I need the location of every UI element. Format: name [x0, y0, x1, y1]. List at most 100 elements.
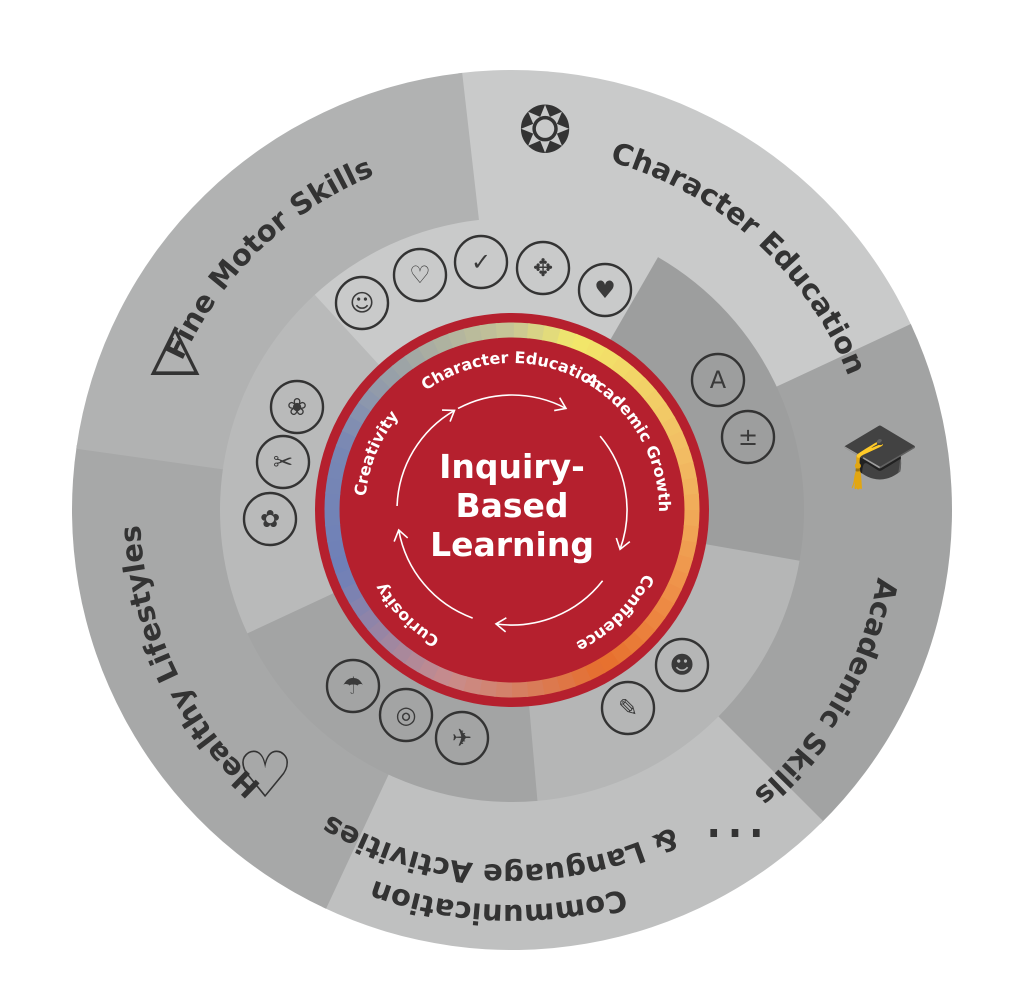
gradient-ring-segment: [358, 387, 382, 412]
gradient-ring-segment: [678, 539, 697, 561]
gradient-ring-segment: [570, 333, 594, 355]
gradient-ring-segment: [402, 650, 426, 673]
gradient-ring-segment: [683, 509, 700, 529]
gradient-ring-segment: [652, 596, 675, 620]
arrowhead-icon: [554, 397, 568, 412]
idea-bulb-icon: ✎: [600, 680, 656, 736]
svg-text:◎: ◎: [396, 701, 417, 729]
gradient-ring-segment: [430, 665, 454, 687]
gradient-ring-segment: [583, 659, 606, 681]
frame-arrows-icon: ✥: [515, 240, 571, 296]
gradient-ring-segment: [342, 414, 364, 438]
gradient-ring-segment: [598, 347, 622, 370]
svg-text:✎: ✎: [618, 694, 638, 722]
gradient-ring-segment: [632, 620, 656, 644]
svg-text:☺: ☺: [349, 289, 374, 317]
gradient-ring-segment: [418, 339, 441, 361]
arrowhead-icon: [494, 617, 507, 633]
speaking-head-icon: ☻: [654, 637, 710, 693]
gradient-ring-segment: [633, 377, 657, 401]
gradient-ring-segment: [556, 328, 578, 349]
washing-hands-icon: ☂: [325, 658, 381, 714]
gradient-ring-segment: [432, 333, 455, 354]
gradient-ring-segment: [495, 322, 514, 339]
gradient-ring-segment: [327, 459, 346, 481]
gradient-ring-segment: [479, 323, 499, 341]
gradient-ring-segment: [667, 568, 689, 592]
svg-text:✂: ✂: [273, 448, 293, 476]
paint-palette-icon: ✿: [242, 491, 298, 547]
plate-cutlery-icon: ◎: [378, 687, 434, 743]
gradient-ring-segment: [378, 630, 402, 654]
gradient-ring-segment: [447, 328, 470, 348]
gradient-ring-segment: [674, 445, 694, 468]
arrowhead-icon: [615, 537, 631, 551]
center-disc-inner: [340, 338, 684, 682]
arrowhead-icon: [393, 528, 409, 542]
gradient-ring-segment: [644, 389, 667, 413]
gradient-ring-segment: [554, 672, 577, 692]
gradient-ring-segment: [540, 676, 561, 695]
gradient-ring-segment: [510, 681, 529, 698]
tangram-icon: △: [150, 309, 200, 383]
scissors-paper-icon: ✂: [255, 434, 311, 490]
gradient-ring-segment: [477, 679, 498, 697]
gradient-ring-segment: [404, 346, 428, 369]
cycle-arrow: [397, 529, 473, 619]
gradient-ring-segment: [622, 366, 646, 390]
gradient-ring-segment: [327, 538, 346, 559]
gradient-ring-segment: [391, 355, 415, 378]
svg-text:♥: ♥: [594, 276, 616, 304]
cycle-arrow: [396, 409, 455, 507]
center-title-line3: Learning: [430, 525, 594, 564]
people-heart-icon: ♥: [577, 262, 633, 318]
gradient-ring-segment: [683, 493, 700, 512]
gradient-ring-segment: [621, 631, 645, 655]
brain-icon: ❂: [518, 94, 572, 168]
cycle-arrow: [495, 580, 604, 626]
gradient-ring-segment: [660, 582, 682, 606]
gradient-ring-segment: [668, 430, 689, 453]
gradient-ring-segment: [335, 567, 356, 590]
gradient-ring-segment: [325, 523, 343, 543]
segment-icons: ❂🎓…♡△: [150, 94, 919, 853]
gradient-ring-segment: [461, 676, 483, 695]
gradient-ring-segment: [463, 325, 484, 344]
arrowhead-icon: [442, 409, 456, 422]
gradient-ring-segment: [348, 594, 371, 618]
svg-text:✈: ✈: [452, 724, 472, 752]
svg-text:✓: ✓: [471, 248, 491, 276]
svg-text:☻: ☻: [669, 651, 694, 679]
gradient-ring-segment: [330, 444, 351, 466]
heart-pulse-icon: ♡: [236, 739, 293, 813]
chat-faces-icon: ☺: [334, 275, 390, 331]
gradient-ring-segment: [569, 666, 592, 687]
gradient-ring-segment: [610, 356, 635, 380]
gradient-ring-segment: [526, 323, 547, 341]
gradient-ring-segment: [584, 340, 608, 362]
gradient-ring-segment: [379, 365, 403, 389]
gradient-ring-segment: [609, 642, 633, 665]
gradient-ring-segment: [341, 581, 363, 604]
center-title-line1: Inquiry-: [439, 447, 585, 486]
gradient-ring-segment: [368, 376, 392, 400]
svg-text:±: ±: [738, 423, 758, 451]
briefcase-check-icon: ✓: [453, 234, 509, 290]
gradient-ring-segment: [367, 619, 391, 643]
gradient-ring-segment: [325, 475, 343, 496]
gradient-ring-segment: [681, 477, 699, 497]
heart-hand-icon: ♡: [392, 247, 448, 303]
gradient-ring-segment: [389, 640, 414, 664]
gradient-ring-segment: [335, 428, 357, 452]
gradient-ring-segment: [661, 416, 683, 439]
gradient-ring-segment: [541, 325, 563, 344]
cycle-arrows: [393, 394, 631, 633]
book-letters-icon: A: [690, 352, 746, 408]
gradient-ring-segment: [642, 608, 666, 633]
beads-icon: ❀: [269, 379, 325, 435]
gradient-ring-segment: [525, 679, 545, 697]
gradient-ring-segment: [653, 402, 676, 426]
gradient-ring-segment: [330, 552, 350, 575]
math-symbols-icon: ±: [720, 409, 776, 465]
